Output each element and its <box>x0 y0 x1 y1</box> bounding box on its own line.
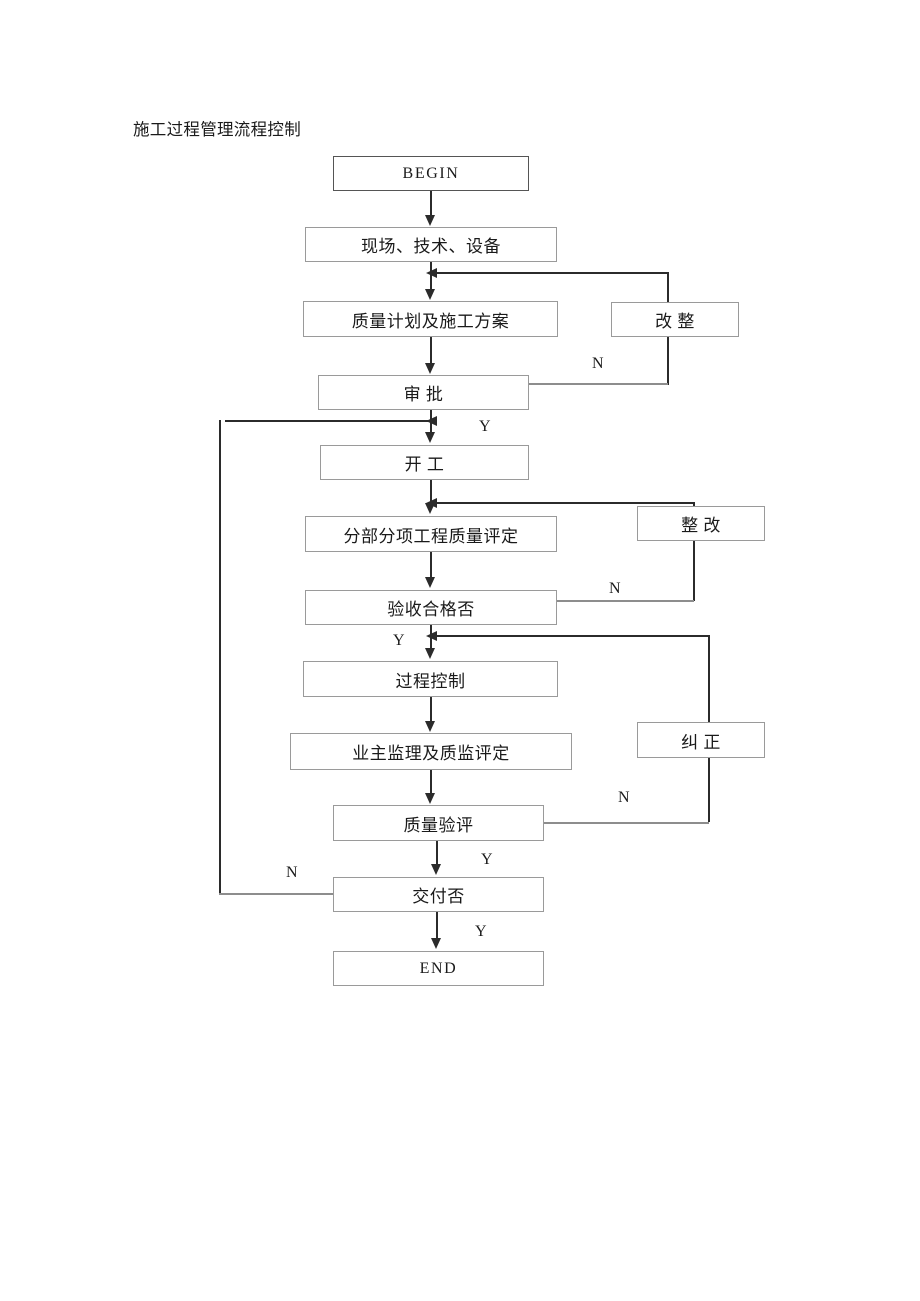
node-approval[interactable]: 审 批 <box>318 375 529 410</box>
node-begin-label: BEGIN <box>402 164 460 182</box>
node-rectification-label: 整 改 <box>681 516 721 535</box>
branch-label-accept-yes: Y <box>393 632 405 649</box>
node-subdivision-quality-rating[interactable]: 分部分项工程质量评定 <box>305 516 557 552</box>
node-acceptance-decision-label: 验收合格否 <box>387 600 475 619</box>
node-owner-supervision-rating-label: 业主监理及质监评定 <box>352 744 510 763</box>
arrowhead-deliver-no-return <box>426 415 437 426</box>
node-delivery-decision-label: 交付否 <box>412 887 465 906</box>
branch-label-approval-yes: Y <box>479 418 491 435</box>
edge-control-to-owner <box>430 697 432 723</box>
node-site-tech-equipment-label: 现场、技术、设备 <box>361 237 501 256</box>
node-subdivision-quality-rating-label: 分部分项工程质量评定 <box>343 526 519 546</box>
branch-label-deliver-yes: Y <box>475 923 487 940</box>
node-correction-label: 纠 正 <box>681 732 721 752</box>
edge-deliver-no-horizontal-top <box>225 420 436 422</box>
edge-deliver-no-horizontal-bottom <box>219 893 334 895</box>
node-rectification[interactable]: 整 改 <box>637 506 765 541</box>
arrowhead-owner-to-quality <box>424 793 435 804</box>
arrowhead-quality-to-deliver <box>430 864 441 875</box>
arrowhead-control-to-owner <box>424 721 435 732</box>
node-process-control[interactable]: 过程控制 <box>303 661 558 697</box>
edge-revise2-vertical <box>693 502 695 601</box>
arrowhead-plan-to-approval <box>424 363 435 374</box>
edge-correct-return-horizontal <box>436 635 710 637</box>
branch-label-quality-yes: Y <box>481 851 493 868</box>
edge-deliver-to-end <box>436 912 438 939</box>
arrowhead-resource-to-plan <box>424 289 435 300</box>
node-quality-plan[interactable]: 质量计划及施工方案 <box>303 301 558 337</box>
node-quality-evaluation[interactable]: 质量验评 <box>333 805 544 841</box>
branch-label-approval-no: N <box>592 355 604 372</box>
arrowhead-revise2-return <box>426 497 437 508</box>
branch-label-quality-no: N <box>618 789 630 806</box>
node-quality-plan-label: 质量计划及施工方案 <box>351 311 510 331</box>
arrowhead-correct-return <box>426 630 437 641</box>
arrowhead-revise1-return <box>426 267 437 278</box>
page-title: 施工过程管理流程控制 <box>133 121 301 139</box>
edge-plan-to-approval <box>430 337 432 364</box>
node-owner-supervision-rating[interactable]: 业主监理及质监评定 <box>290 733 572 770</box>
node-revise-adjust[interactable]: 改 整 <box>611 302 739 337</box>
arrowhead-begin-to-resource <box>424 215 435 226</box>
edge-rate-to-accept <box>430 552 432 578</box>
node-delivery-decision[interactable]: 交付否 <box>333 877 544 912</box>
edge-quality-no-to-correct <box>544 822 709 824</box>
node-end-label: END <box>419 959 458 977</box>
arrowhead-approval-to-start <box>424 432 435 443</box>
edge-accept-no-to-revise2 <box>557 600 694 602</box>
node-commence-work-label: 开 工 <box>404 455 445 474</box>
node-commence-work[interactable]: 开 工 <box>320 445 529 480</box>
edge-owner-to-quality <box>430 770 432 795</box>
edge-revise1-return-horizontal <box>436 272 669 274</box>
arrowhead-deliver-to-end <box>430 938 441 949</box>
node-process-control-label: 过程控制 <box>395 671 466 691</box>
node-site-tech-equipment[interactable]: 现场、技术、设备 <box>305 227 557 262</box>
edge-revise2-return-horizontal <box>436 502 695 504</box>
node-acceptance-decision[interactable]: 验收合格否 <box>305 590 557 625</box>
edge-start-to-rate <box>430 480 432 505</box>
node-quality-evaluation-label: 质量验评 <box>403 815 474 835</box>
node-correction[interactable]: 纠 正 <box>637 722 765 758</box>
node-revise-adjust-label: 改 整 <box>655 312 695 331</box>
edge-deliver-no-riser <box>219 420 221 895</box>
arrowhead-rate-to-accept <box>424 577 435 588</box>
node-begin[interactable]: BEGIN <box>333 156 529 191</box>
arrowhead-start-to-rate <box>424 503 435 514</box>
node-end[interactable]: END <box>333 951 544 986</box>
branch-label-deliver-no: N <box>286 864 298 881</box>
edge-quality-to-deliver <box>436 841 438 865</box>
edge-approval-no-to-revise1 <box>529 383 668 385</box>
node-approval-label: 审 批 <box>403 385 444 404</box>
edge-begin-to-resource <box>430 191 432 216</box>
branch-label-accept-no: N <box>609 580 621 597</box>
arrowhead-accept-to-control <box>424 648 435 659</box>
